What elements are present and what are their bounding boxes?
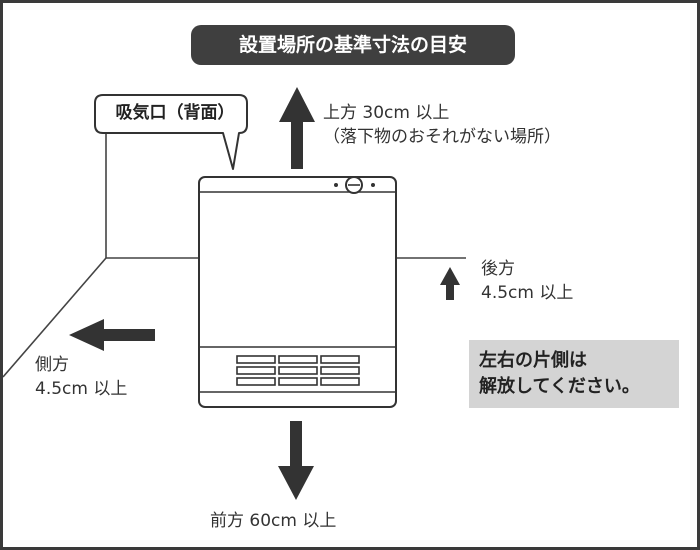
intake-label: 吸気口（背面） — [115, 103, 235, 123]
intake-callout-bubble — [94, 94, 248, 170]
back-clearance-line1: 後方 — [481, 259, 515, 279]
note-line2: 解放してください。 — [479, 376, 640, 397]
diagram-art — [3, 87, 466, 500]
side-clearance-line2: 4.5cm 以上 — [35, 379, 128, 399]
arrow-small-up-icon — [440, 267, 460, 300]
arrow-down-icon — [278, 421, 314, 500]
page-title: 設置場所の基準寸法の目安 — [191, 25, 515, 65]
dial-knob-icon — [334, 176, 375, 194]
front-clearance-line1: 前方 60cm 以上 — [210, 511, 337, 531]
arrow-up-icon — [279, 87, 315, 169]
side-clearance-line1: 側方 — [35, 355, 69, 375]
room-corner-lines — [3, 131, 466, 378]
back-clearance-label: 後方 4.5cm 以上 — [481, 257, 573, 305]
top-clearance-label: 上方 30cm 以上 （落下物のおそれがない場所） — [323, 101, 561, 149]
note-box: 左右の片側は 解放してください。 — [469, 340, 679, 408]
note-line1: 左右の片側は — [479, 350, 587, 371]
top-clearance-line2: （落下物のおそれがない場所） — [323, 127, 561, 147]
arrow-left-icon — [69, 319, 155, 351]
front-clearance-label: 前方 60cm 以上 — [210, 509, 336, 533]
back-clearance-line2: 4.5cm 以上 — [481, 283, 574, 303]
side-clearance-label: 側方 4.5cm 以上 — [35, 353, 127, 401]
heater-unit — [198, 176, 397, 408]
top-clearance-line1: 上方 30cm 以上 — [323, 103, 450, 123]
vent-grille — [236, 355, 360, 386]
